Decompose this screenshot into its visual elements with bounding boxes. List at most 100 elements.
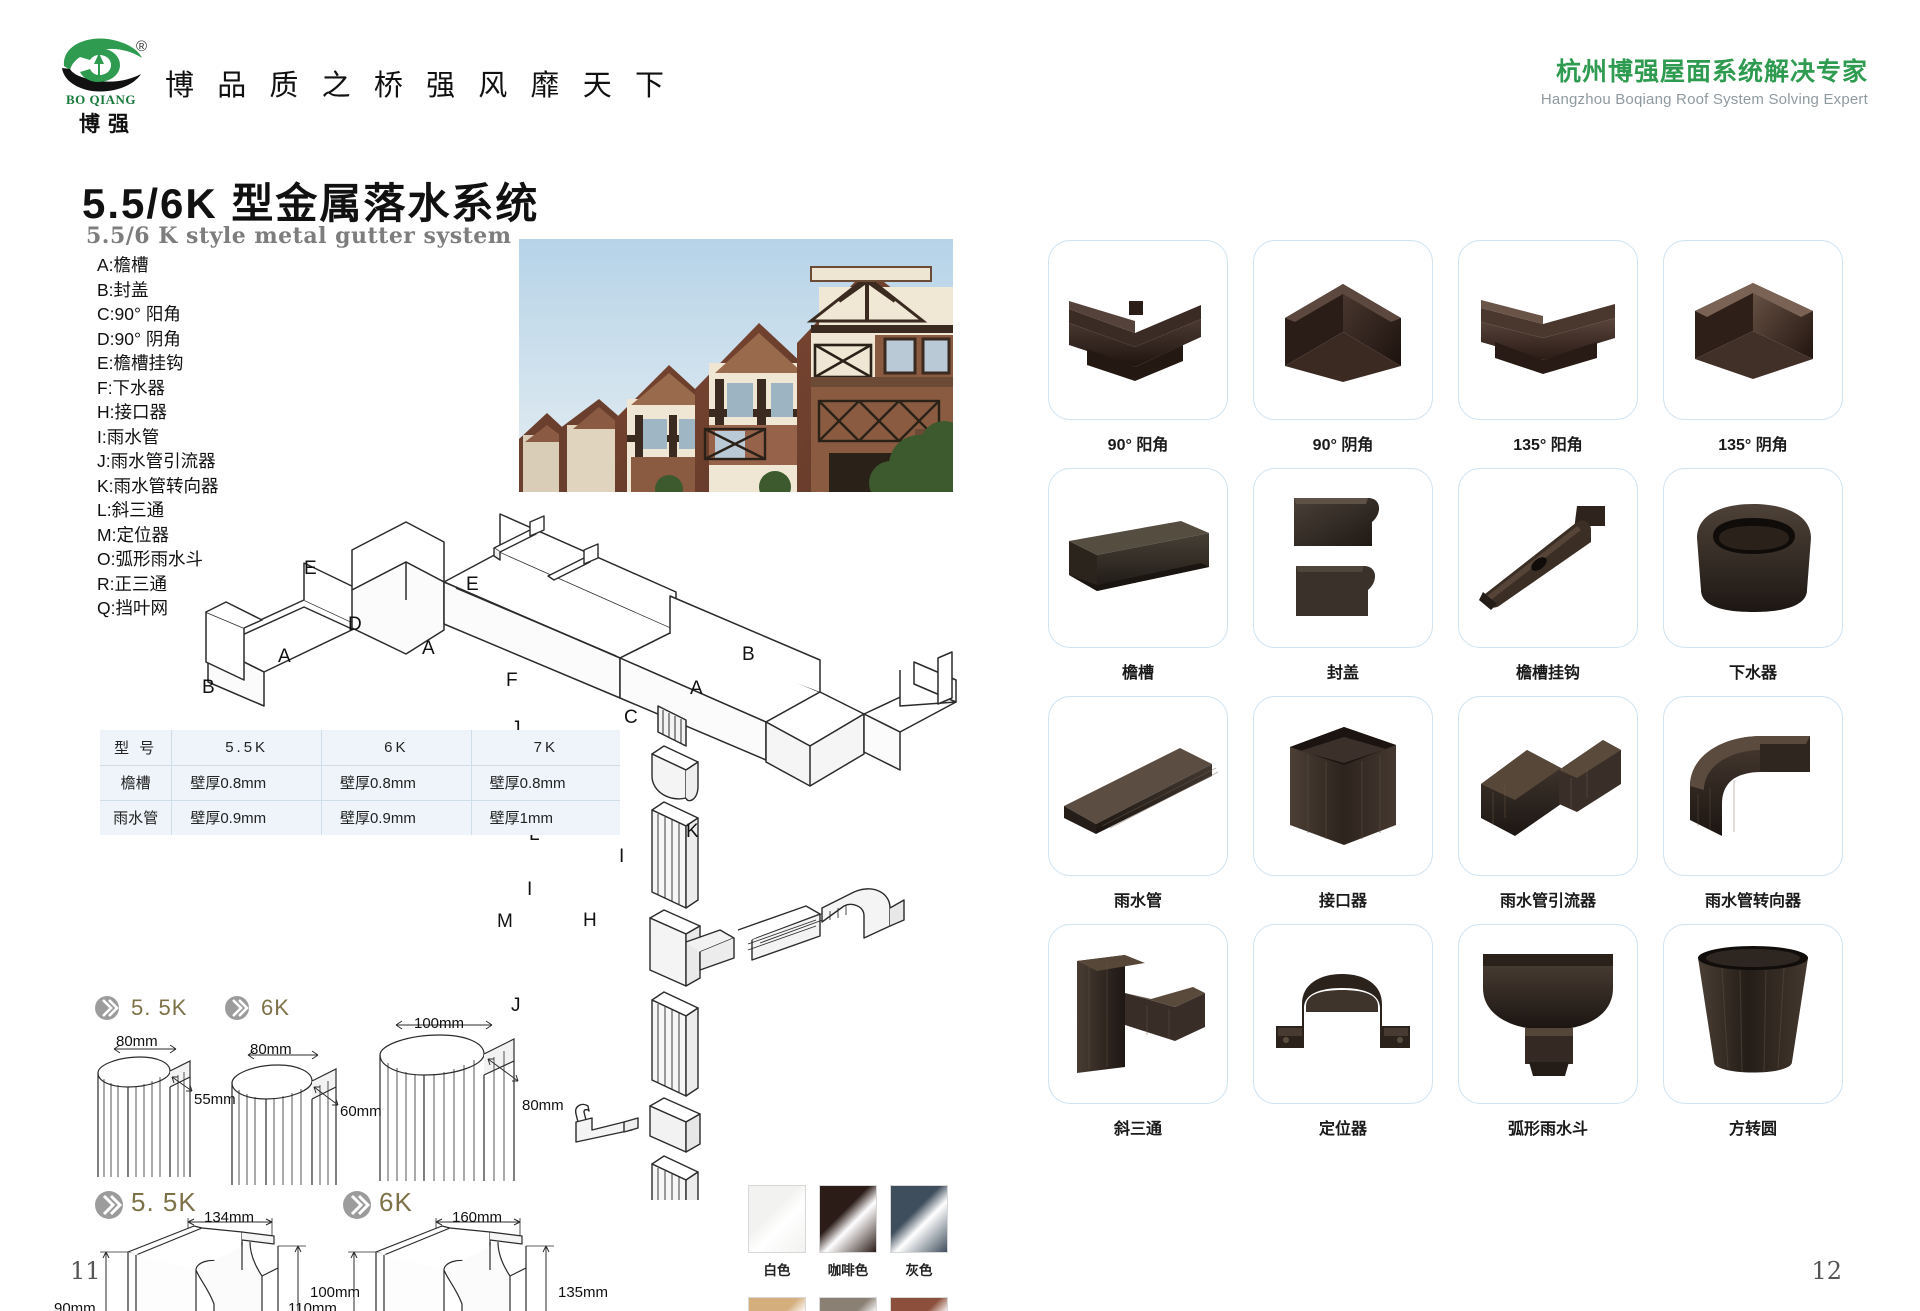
logo-mark: ® BO QIANG 博强: [58, 36, 148, 136]
badge-5-5k: 5. 5K: [92, 993, 272, 1023]
product-item[interactable]: 封盖: [1253, 468, 1433, 683]
pipe-drawing-7k: [379, 1020, 519, 1181]
pipe-width-label: 100mm: [414, 1015, 465, 1032]
product-item[interactable]: 斜三通: [1048, 924, 1228, 1139]
product-item[interactable]: 雨水管转向器: [1663, 696, 1843, 911]
product-label: 135° 阳角: [1513, 437, 1583, 454]
color-swatch: [890, 1297, 948, 1311]
product-item[interactable]: 方转圆: [1663, 924, 1843, 1139]
product-image-card: [1048, 924, 1228, 1104]
product-image-card: [1663, 468, 1843, 648]
assembly-callout-i: I: [619, 846, 625, 867]
pipe-dim-6k: 6K 80mm 60mm: [222, 993, 412, 1190]
inner-corner-90-icon: [1285, 284, 1401, 382]
color-option[interactable]: 古铜色: [819, 1297, 877, 1311]
color-swatch: [748, 1297, 806, 1311]
product-item[interactable]: 雨水管: [1048, 696, 1228, 911]
product-image-card: [1253, 924, 1433, 1104]
page-title-cn: 5.5/6K 型金属落水系统: [82, 180, 540, 227]
brand-statement-cn: 杭州博强屋面系统解决专家: [1555, 58, 1868, 86]
table-header-cell: 6K: [321, 730, 472, 766]
pipe-depth-label: 80mm: [522, 1097, 564, 1114]
pipe-connector-icon: [1290, 727, 1396, 845]
gutter-left-height-label: 110mm: [288, 1300, 337, 1311]
gutter-width-label: 160mm: [452, 1209, 503, 1226]
table-header-cell: 5.5K: [171, 730, 322, 766]
color-option[interactable]: 灰色: [890, 1185, 948, 1279]
color-label: 咖啡色: [827, 1263, 869, 1278]
color-option[interactable]: 米黄色: [748, 1297, 806, 1311]
badge-label: 5. 5K: [131, 1187, 197, 1217]
assembly-callout-k: K: [686, 821, 699, 842]
chevron-badge-icon: [92, 993, 122, 1023]
table-cell: 雨水管: [100, 800, 173, 835]
color-option[interactable]: 白色: [748, 1185, 806, 1279]
product-item[interactable]: 弧形雨水斗: [1458, 924, 1638, 1139]
pipe-drawing-6k: [231, 1050, 339, 1185]
boqiang-swoosh-icon: [62, 38, 142, 92]
curved-hopper-icon: [1483, 954, 1613, 1076]
product-item[interactable]: 90° 阳角: [1048, 240, 1228, 455]
product-label: 方转圆: [1728, 1121, 1777, 1138]
product-image-card: [1663, 696, 1843, 876]
legend-item: I:雨水管: [97, 426, 160, 447]
assembly-callout-a: A: [278, 646, 291, 667]
chevron-badge-icon: [340, 1188, 371, 1219]
product-label: 檐槽: [1121, 665, 1154, 682]
product-image-card: [1663, 924, 1843, 1104]
outer-corner-90-icon: [1069, 301, 1201, 381]
registered-trademark-icon: ®: [136, 38, 148, 55]
assembly-callout-e: E: [304, 558, 317, 579]
assembly-callout-f: F: [506, 670, 518, 691]
product-item[interactable]: 雨水管引流器: [1458, 696, 1638, 911]
color-option[interactable]: 仿铜色: [890, 1297, 948, 1311]
page-number-right: 12: [1811, 1257, 1842, 1285]
pipe-elbow-icon: [1690, 736, 1810, 836]
product-item[interactable]: 90° 阴角: [1253, 240, 1433, 455]
drop-outlet-icon: [1697, 504, 1811, 612]
color-row: 米黄色古铜色仿铜色: [748, 1297, 961, 1311]
company-logo: ® BO QIANG 博强: [58, 36, 148, 136]
product-item[interactable]: 檐槽: [1048, 468, 1228, 683]
assembly-callout-h: H: [583, 910, 597, 931]
product-item[interactable]: 135° 阳角: [1458, 240, 1638, 455]
product-label: 定位器: [1318, 1121, 1367, 1138]
color-row: 白色咖啡色 灰色: [748, 1185, 961, 1279]
table-cell: 壁厚0.9mm: [321, 800, 472, 835]
logo-latin-text: BO QIANG: [65, 92, 137, 107]
gutter-right-height-label: 100mm: [310, 1284, 361, 1301]
table-cell: 壁厚0.9mm: [171, 800, 322, 835]
badge-label: 6K: [261, 995, 290, 1020]
assembly-callout-e: E: [466, 574, 479, 595]
page-number-left: 11: [70, 1257, 101, 1285]
assembly-callout-c: C: [624, 707, 638, 728]
pipe-bracket-icon: [1276, 974, 1410, 1048]
legend-item: B:封盖: [97, 279, 149, 300]
table-cell: 壁厚0.8mm: [471, 765, 620, 801]
product-item[interactable]: 檐槽挂钩: [1458, 468, 1638, 683]
gutter-dim-6k: 6K: [288, 1187, 608, 1311]
product-item[interactable]: 接口器: [1253, 696, 1433, 911]
square-to-round-icon: [1698, 946, 1808, 1073]
product-image-card: [1458, 696, 1638, 876]
assembly-callout-b: B: [202, 677, 215, 698]
assembly-callout-j: J: [511, 718, 521, 739]
product-label: 接口器: [1318, 893, 1367, 910]
product-item[interactable]: 定位器: [1253, 924, 1433, 1139]
end-cap-icon: [1294, 498, 1380, 616]
color-option[interactable]: 咖啡色: [819, 1185, 877, 1279]
assembly-callout-d: D: [348, 614, 362, 635]
product-image-card: [1458, 240, 1638, 420]
product-item[interactable]: 135° 阴角: [1663, 240, 1843, 455]
product-image-card: [1458, 468, 1638, 648]
product-item[interactable]: 下水器: [1663, 468, 1843, 683]
product-label: 弧形雨水斗: [1507, 1121, 1588, 1138]
gutter-icon: [1068, 520, 1209, 591]
page-header: ® BO QIANG 博强 博 品 质 之 桥 强 风 靡 天 下 杭州博强屋面…: [0, 0, 1920, 140]
color-swatch: [819, 1297, 877, 1311]
